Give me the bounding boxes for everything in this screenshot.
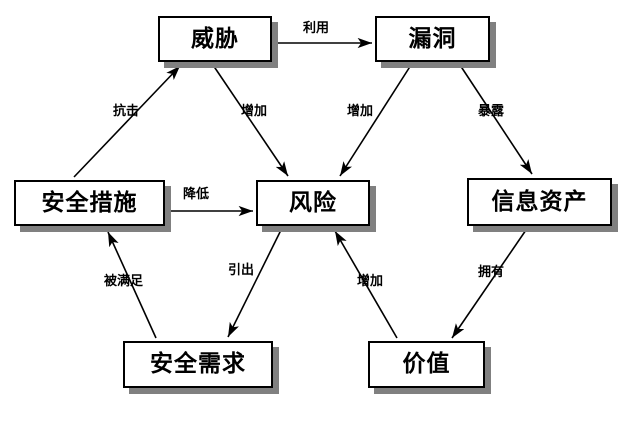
edge-label-vulnerability-exposes-asset: 暴露 [478,104,505,119]
node-threat[interactable]: 威胁 [158,16,272,62]
node-safeguard[interactable]: 安全措施 [14,180,165,226]
node-label-threat: 威胁 [191,25,239,52]
node-label-risk: 风险 [289,189,337,216]
edge-asset-has-value [451,229,527,339]
edge-safeguard-counters-threat [73,65,181,178]
edge-label-value-increases-risk: 增加 [357,274,384,289]
node-requirement[interactable]: 安全需求 [123,341,273,388]
edge-risk-derives-requirement [227,229,282,338]
node-label-safeguard: 安全措施 [41,189,138,216]
edge-label-threat-increases-risk: 增加 [241,104,268,119]
edge-requirement-satisfied-by-safeguard [107,231,157,339]
edge-label-vulnerability-increases-risk: 增加 [347,104,374,119]
edge-label-asset-has-value: 拥有 [478,265,505,280]
edge-vulnerability-increases-risk [339,64,412,177]
edge-threat-increases-risk [212,64,289,177]
node-value[interactable]: 价值 [368,341,485,388]
node-label-requirement: 安全需求 [150,351,246,377]
node-label-vulnerability: 漏洞 [408,25,457,52]
edge-vulnerability-exposes-asset [459,64,533,175]
node-label-asset: 信息资产 [491,188,588,215]
node-asset[interactable]: 信息资产 [467,178,612,226]
edge-label-safeguard-reduces-risk: 降低 [183,187,210,202]
node-label-value: 价值 [402,351,451,377]
edge-label-requirement-satisfied-by-safeguard: 被满足 [104,274,144,289]
edge-label-threat-exploits-vulnerability: 利用 [303,21,330,36]
edge-value-increases-risk [334,230,398,339]
node-risk[interactable]: 风险 [256,180,370,226]
edge-label-risk-derives-requirement: 引出 [228,263,255,278]
node-vulnerability[interactable]: 漏洞 [375,16,490,62]
edge-label-safeguard-counters-threat: 抗击 [113,104,140,119]
